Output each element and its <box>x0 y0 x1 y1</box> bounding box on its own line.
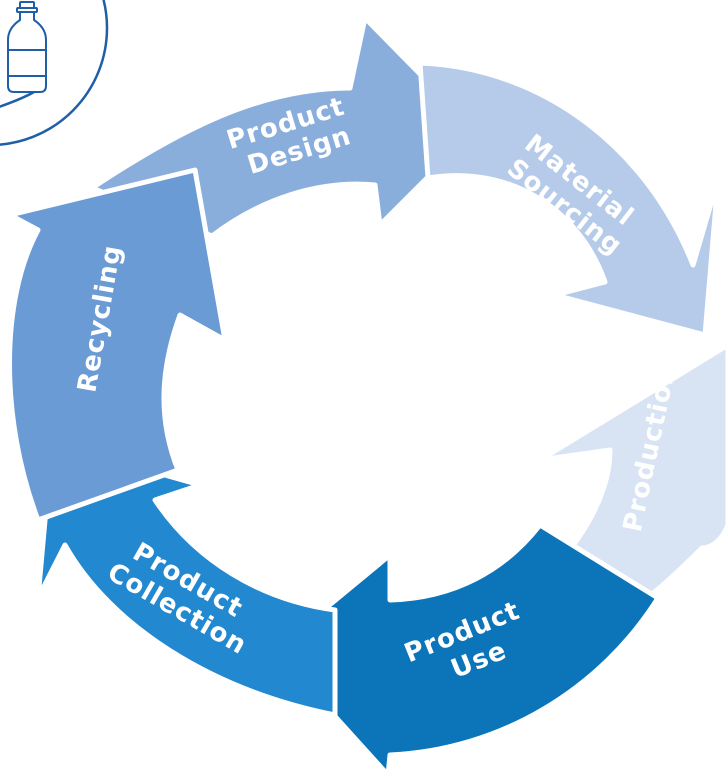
arrow-product-use <box>272 522 661 777</box>
arrow-material-sourcing <box>417 60 721 338</box>
arrow-product-collection <box>35 440 338 718</box>
bottle-icon <box>0 0 109 146</box>
arrow-recycling <box>7 167 228 523</box>
